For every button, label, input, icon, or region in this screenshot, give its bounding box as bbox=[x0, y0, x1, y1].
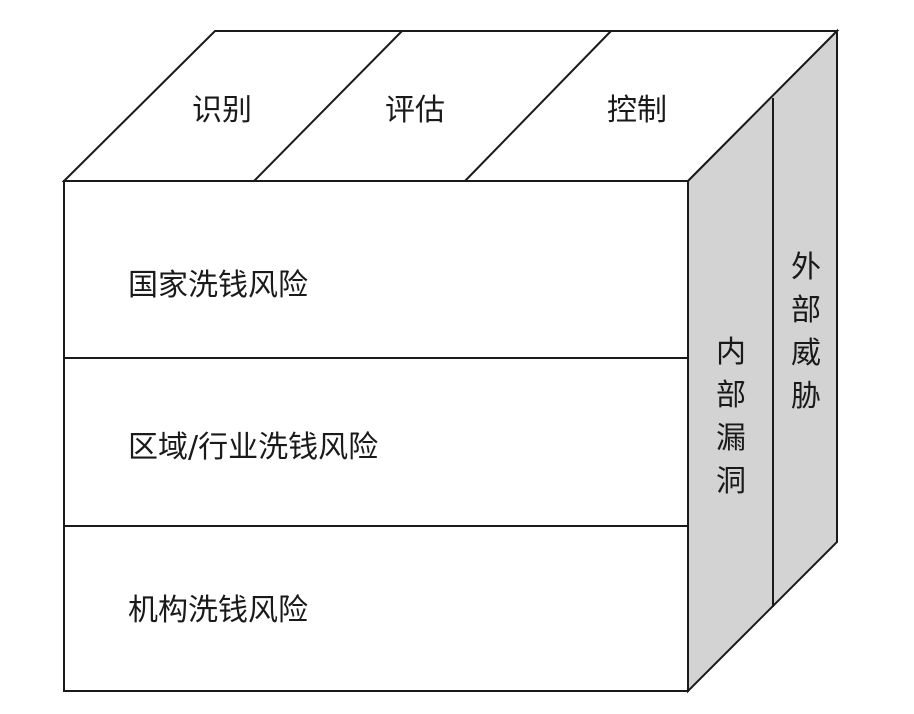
side-label-internal-vulnerability: 内部漏洞 bbox=[716, 335, 746, 499]
side-label-external-threat: 外部威胁 bbox=[791, 250, 821, 414]
row-label-regional-industry-risk: 区域/行业洗钱风险 bbox=[128, 430, 378, 465]
top-label-control: 控制 bbox=[607, 93, 667, 128]
top-label-identify: 识别 bbox=[192, 93, 252, 128]
row-label-institution-risk: 机构洗钱风险 bbox=[128, 593, 308, 628]
row-label-national-risk: 国家洗钱风险 bbox=[128, 268, 308, 303]
top-label-assess: 评估 bbox=[385, 93, 445, 128]
top-divider-1 bbox=[253, 30, 403, 182]
cube-front-face bbox=[63, 180, 689, 692]
top-divider-2 bbox=[464, 30, 612, 182]
